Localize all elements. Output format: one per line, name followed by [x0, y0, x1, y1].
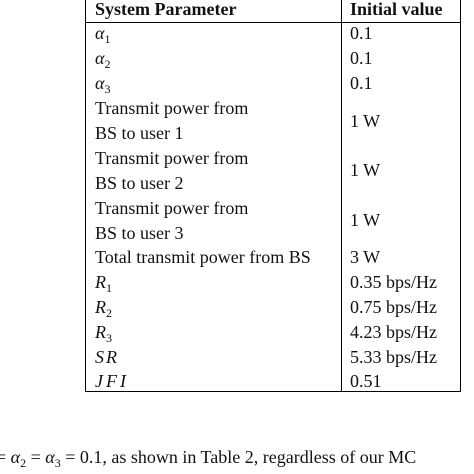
header-system-parameter: System Parameter — [95, 0, 237, 19]
table-column-divider — [341, 0, 342, 392]
value-alpha-1: 0.1 — [350, 23, 373, 43]
table-bottom-rule — [85, 391, 461, 392]
value-alpha-2: 0.1 — [350, 48, 373, 68]
param-power-user2-line1: Transmit power from — [95, 148, 249, 168]
caption-eq: = — [30, 447, 41, 467]
param-alpha-3: α3 — [95, 73, 111, 96]
table-right-border — [460, 0, 461, 392]
caption-value-text: = 0.1, as shown in Table 2, regardless o… — [65, 447, 417, 467]
value-power-user1: 1 W — [350, 111, 381, 131]
caption-alpha3: α3 — [45, 447, 61, 470]
param-total-power: Total transmit power from BS — [95, 247, 311, 267]
value-total-power: 3 W — [350, 247, 381, 267]
param-power-user2-line2: BS to user 2 — [95, 173, 184, 193]
param-rate-2: R2 — [95, 297, 112, 320]
header-initial-value: Initial value — [350, 0, 443, 19]
value-rate-3: 4.23 bps/Hz — [350, 322, 437, 342]
caption-eq-lead: = — [0, 447, 7, 467]
value-alpha-3: 0.1 — [350, 73, 373, 93]
param-alpha-1: α1 — [95, 23, 111, 46]
param-sum-rate: SR — [95, 347, 119, 367]
param-rate-1: R1 — [95, 272, 112, 295]
value-power-user2: 1 W — [350, 160, 381, 180]
param-power-user1-line1: Transmit power from — [95, 98, 249, 118]
parameter-table: System Parameter Initial value α1 0.1 α2… — [85, 0, 461, 392]
param-alpha-2: α2 — [95, 48, 111, 71]
param-rate-3: R3 — [95, 322, 112, 345]
body-text-line: = α2 = α3 = 0.1, as shown in Table 2, re… — [0, 446, 416, 474]
param-power-user3-line1: Transmit power from — [95, 198, 249, 218]
value-rate-2: 0.75 bps/Hz — [350, 297, 437, 317]
caption-alpha2: α2 — [10, 447, 27, 470]
table-header-rule — [85, 22, 461, 23]
param-jfi: JFI — [95, 371, 129, 391]
param-power-user3-line2: BS to user 3 — [95, 223, 184, 243]
param-power-user1-line2: BS to user 1 — [95, 123, 184, 143]
value-power-user3: 1 W — [350, 210, 381, 230]
value-jfi: 0.51 — [350, 371, 382, 391]
table-left-border — [85, 0, 86, 392]
value-rate-1: 0.35 bps/Hz — [350, 272, 437, 292]
value-sum-rate: 5.33 bps/Hz — [350, 347, 437, 367]
